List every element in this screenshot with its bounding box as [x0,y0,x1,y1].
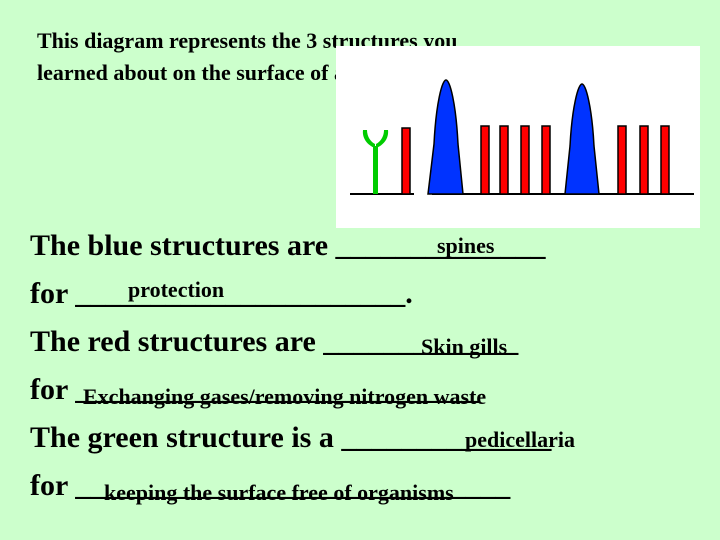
answer-red-purpose: Exchanging gases/removing nitrogen waste [83,384,487,409]
skin-gill-4 [520,125,530,195]
blue-purpose-line: for ______________________. [30,277,413,310]
red-structures-line: The red structures are _____________ [30,325,519,358]
answer-blue: spines [437,233,495,258]
skin-gill-5 [541,125,551,195]
skin-gill-1 [401,127,411,195]
skin-gill-8 [660,125,670,195]
answer-green: pedicellaria [465,427,575,452]
answer-blue-purpose: protection [128,277,225,302]
green-structure-line: The green structure is a ______________ [30,421,552,454]
skin-gill-2 [480,125,490,195]
diagram-svg [350,79,694,195]
blue-structures-line: The blue structures are ______________ [30,229,546,262]
pedicellaria-structure [362,130,389,194]
skin-gill-3 [499,125,509,195]
answer-red: Skin gills [421,334,508,359]
red-purpose-line: for ___________________________ [30,373,481,406]
spine-1 [427,79,464,195]
spine-2 [564,83,600,195]
green-purpose-line: for _____________________________ [30,469,511,502]
pedicellaria-stalk [373,146,378,194]
answer-green-purpose: keeping the surface free of organisms [104,480,454,505]
pedicellaria-jaw-left [362,130,375,148]
pedicellaria-jaw-right [376,130,389,148]
skin-gill-7 [639,125,649,195]
starfish-surface-diagram [336,46,700,228]
skin-gill-6 [617,125,627,195]
